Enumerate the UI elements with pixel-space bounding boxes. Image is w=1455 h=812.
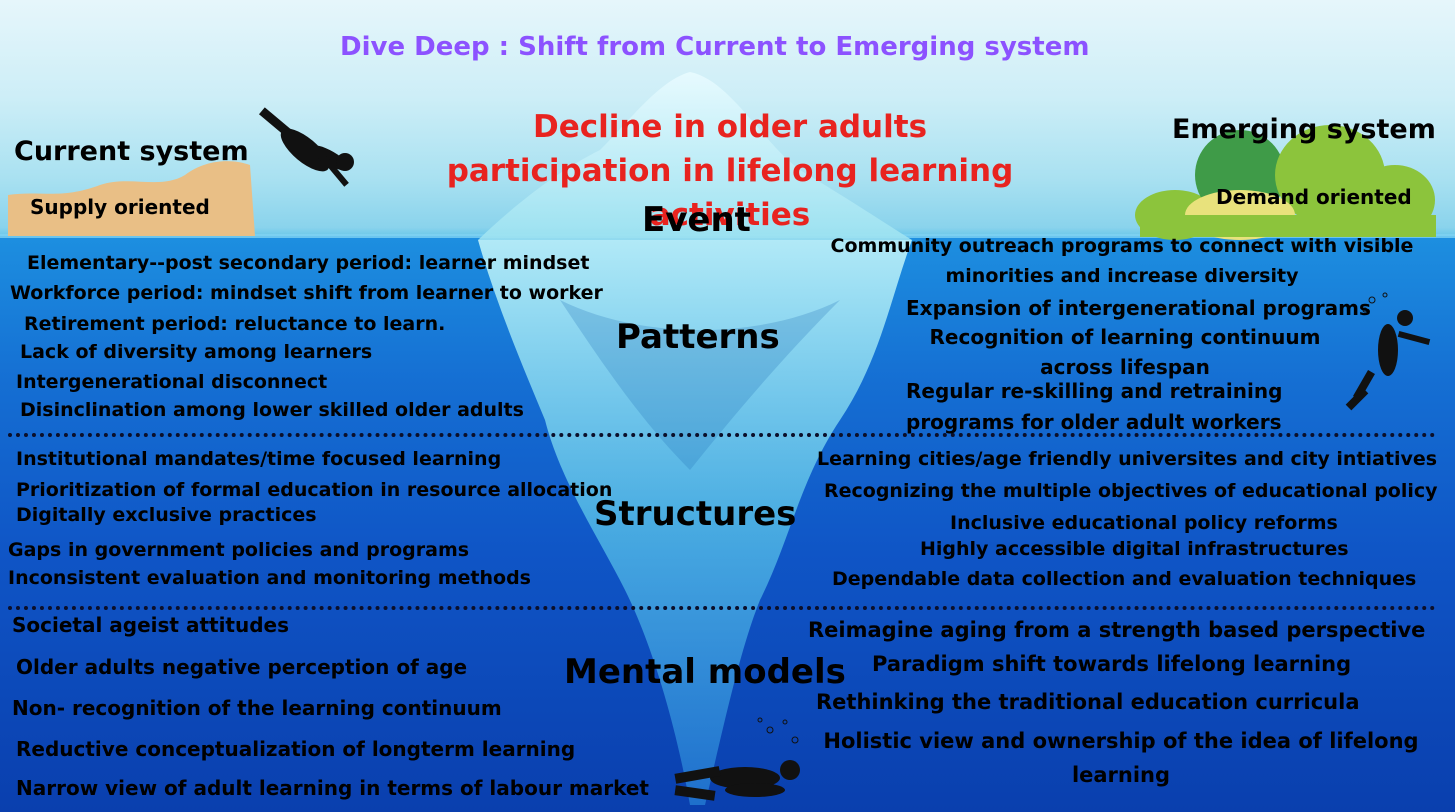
list-item: Learning cities/age friendly universites… <box>817 448 1438 470</box>
list-item: Disinclination among lower skilled older… <box>20 399 524 421</box>
list-item: Reimagine aging from a strength based pe… <box>808 618 1426 642</box>
list-item: Community outreach programs to connect w… <box>830 235 1414 287</box>
diver-right-icon <box>1345 292 1431 411</box>
current-system-label: Supply oriented <box>30 195 210 219</box>
bushes <box>1135 125 1436 240</box>
list-item: Narrow view of adult learning in terms o… <box>16 776 649 800</box>
list-item: Reductive conceptualization of longterm … <box>16 737 576 761</box>
page-title: Dive Deep : Shift from Current to Emergi… <box>340 32 1090 62</box>
list-item: Rethinking the traditional education cur… <box>816 690 1360 714</box>
list-item: Lack of diversity among learners <box>20 341 373 363</box>
level-structures: Structures <box>594 494 797 534</box>
list-item: Paradigm shift towards lifelong learning <box>872 652 1352 676</box>
list-item: Highly accessible digital infrastructure… <box>920 538 1349 560</box>
diver-diving-icon <box>258 107 354 187</box>
list-item: Regular re-skilling and retraining progr… <box>906 379 1283 434</box>
sand-mound <box>8 161 255 236</box>
list-item: Recognition of learning continuum across… <box>929 325 1321 379</box>
list-item: Intergenerational disconnect <box>16 371 328 393</box>
level-patterns: Patterns <box>616 317 780 357</box>
level-event: Event <box>642 200 751 240</box>
list-item: Recognizing the multiple objectives of e… <box>824 480 1438 502</box>
emerging-system-label: Demand oriented <box>1216 185 1412 209</box>
level-mental-models: Mental models <box>564 652 846 692</box>
separator-structures-mental-models <box>8 606 1436 610</box>
current-system-heading: Current system <box>14 136 249 167</box>
list-item: Holistic view and ownership of the idea … <box>823 729 1419 787</box>
iceberg-body <box>478 240 912 805</box>
list-item: Inconsistent evaluation and monitoring m… <box>8 567 531 589</box>
list-item: Non- recognition of the learning continu… <box>12 696 502 720</box>
list-item: Dependable data collection and evaluatio… <box>832 568 1417 590</box>
list-item: Retirement period: reluctance to learn. <box>24 313 446 335</box>
list-item: Digitally exclusive practices <box>16 504 317 526</box>
event-text: Decline in older adults participation in… <box>446 109 1014 233</box>
list-item: Institutional mandates/time focused lear… <box>16 448 502 470</box>
list-item: Prioritization of formal education in re… <box>16 479 613 501</box>
iceberg-shadow <box>560 300 840 470</box>
list-item: Inclusive educational policy reforms <box>950 512 1338 534</box>
list-item: Societal ageist attitudes <box>12 613 290 637</box>
iceberg-tip <box>478 72 912 240</box>
list-item: Expansion of intergenerational programs <box>906 296 1371 320</box>
separator-patterns-structures <box>8 433 1436 437</box>
diver-bottom-icon <box>674 717 800 801</box>
list-item: Older adults negative perception of age <box>16 655 468 679</box>
list-item: Gaps in government policies and programs <box>8 539 470 561</box>
list-item: Elementary--post secondary period: learn… <box>27 252 590 274</box>
list-item: Workforce period: mindset shift from lea… <box>10 282 603 304</box>
emerging-system-heading: Emerging system <box>1172 114 1436 145</box>
